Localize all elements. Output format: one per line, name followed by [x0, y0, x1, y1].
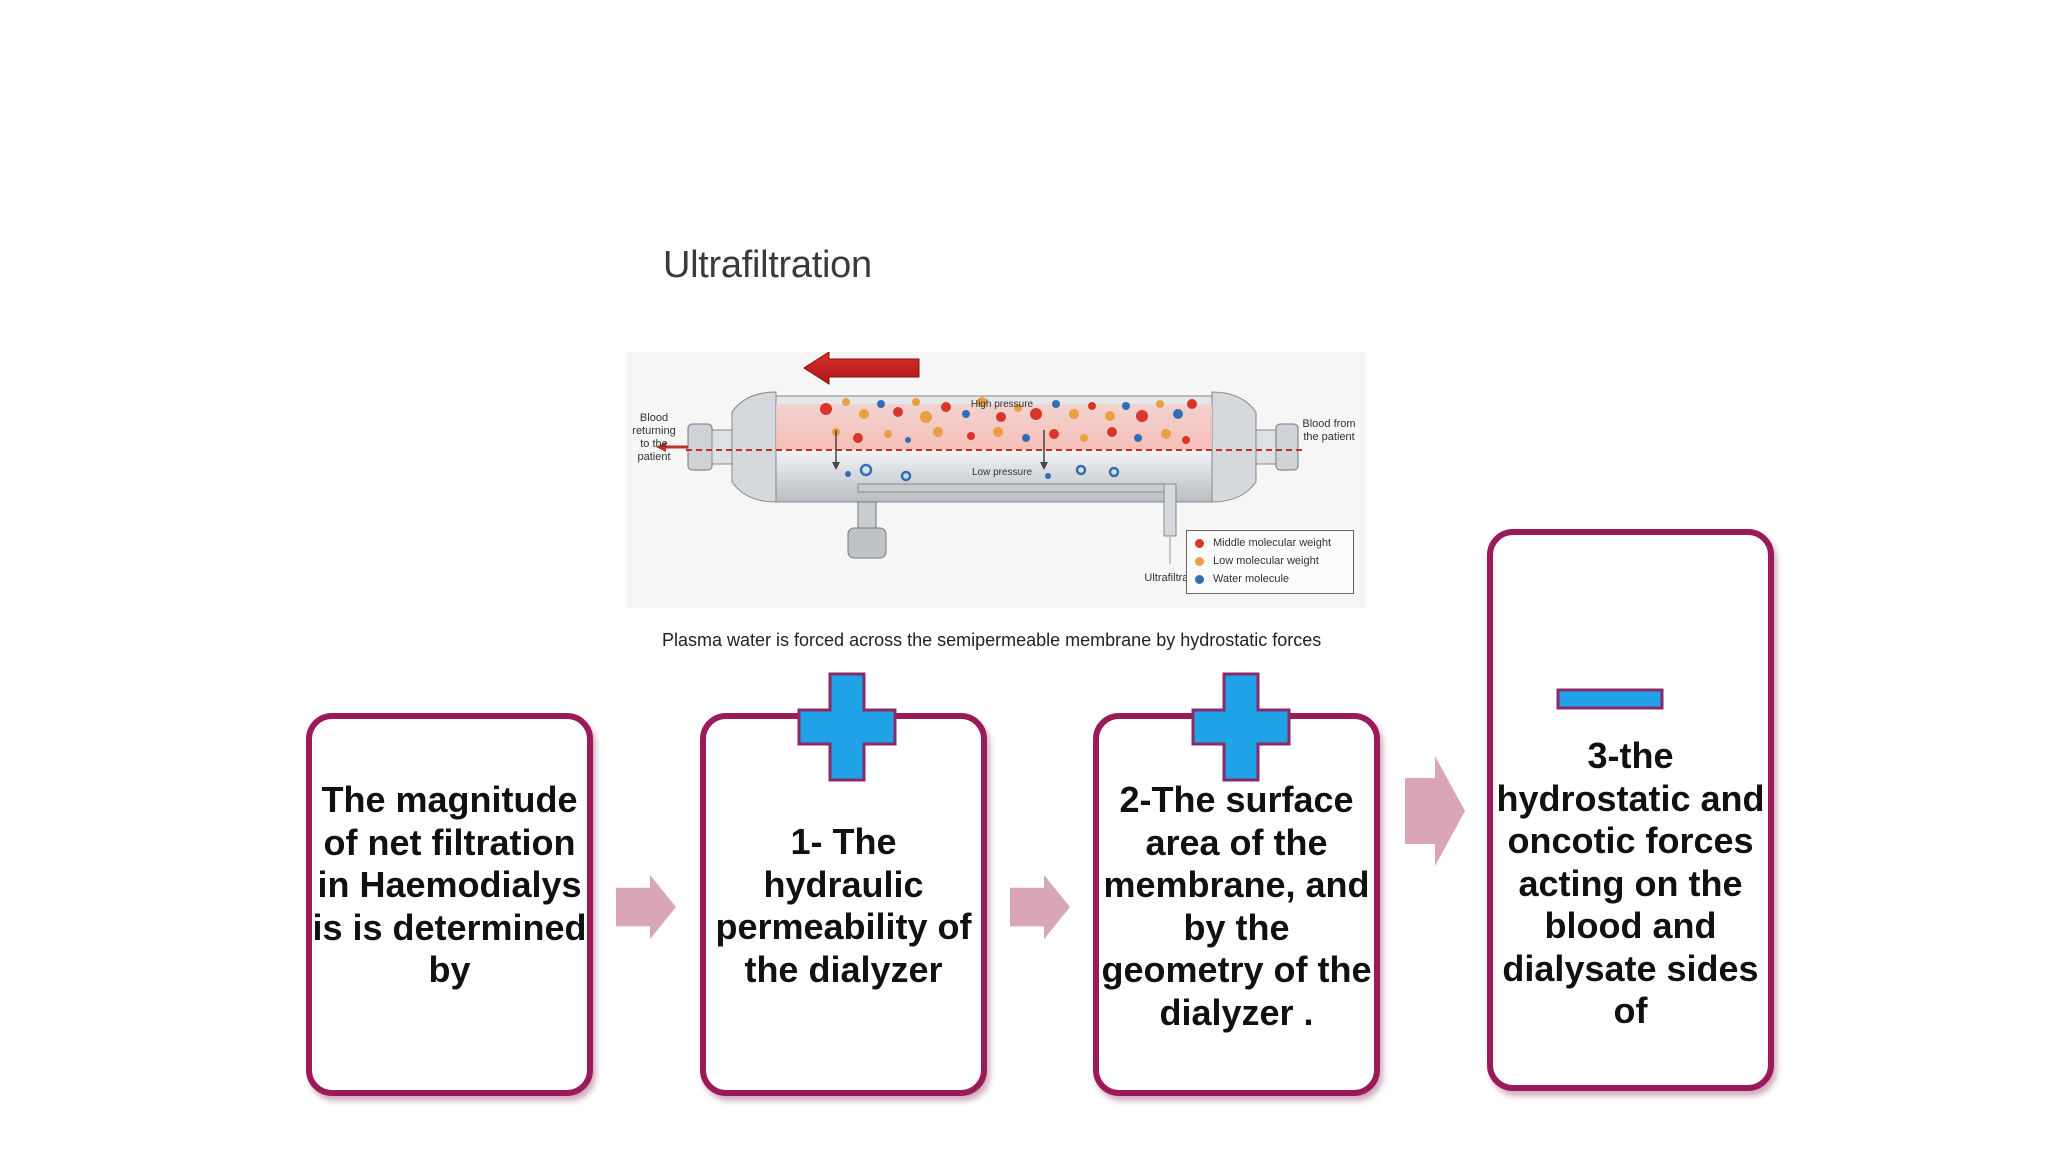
legend-dot [1195, 557, 1204, 566]
minus-icon [1556, 688, 1664, 710]
particles [820, 397, 1197, 482]
figure-caption: Plasma water is forced across the semipe… [662, 630, 1322, 650]
box-text: The magnitude of net filtration in Haemo… [312, 779, 587, 990]
plus-icon [1191, 672, 1291, 782]
box-text: 3-the hydrostatic and oncotic forces act… [1496, 735, 1765, 1031]
right-arrow-icon [616, 874, 676, 940]
plus-icon [797, 672, 897, 782]
label-ultrafiltrate: Ultrafiltrate [1144, 572, 1198, 584]
legend-dot [1195, 539, 1204, 548]
box-net-filtration: The magnitude of net filtration in Haemo… [306, 713, 593, 1096]
right-arrow-icon [1405, 756, 1465, 866]
legend-dot [1195, 575, 1204, 584]
box-text: 2-The surface area of the membrane, and … [1101, 779, 1372, 1033]
box-surface-area: 2-The surface area of the membrane, and … [1093, 713, 1380, 1096]
slide-title: Ultrafiltration [663, 244, 872, 286]
box-text: 1- The hydraulic permeability of the dia… [715, 821, 972, 990]
label-blood-from: Blood from the patient [1302, 418, 1356, 443]
label-high-pressure: High pressure [970, 399, 1034, 410]
flow-arrow [716, 352, 721, 364]
dialyzer-illustration: Blood returning to the patient Blood fro… [626, 352, 1366, 608]
box-hydrostatic-oncotic-forces: 3-the hydrostatic and oncotic forces act… [1487, 529, 1774, 1091]
legend: Middle molecular weight Low molecular we… [1186, 530, 1354, 594]
label-blood-returning: Blood returning to the patient [632, 412, 676, 463]
label-low-pressure: Low pressure [971, 467, 1033, 478]
dialyzer-drawing [656, 352, 1302, 564]
right-arrow-icon [1010, 874, 1070, 940]
